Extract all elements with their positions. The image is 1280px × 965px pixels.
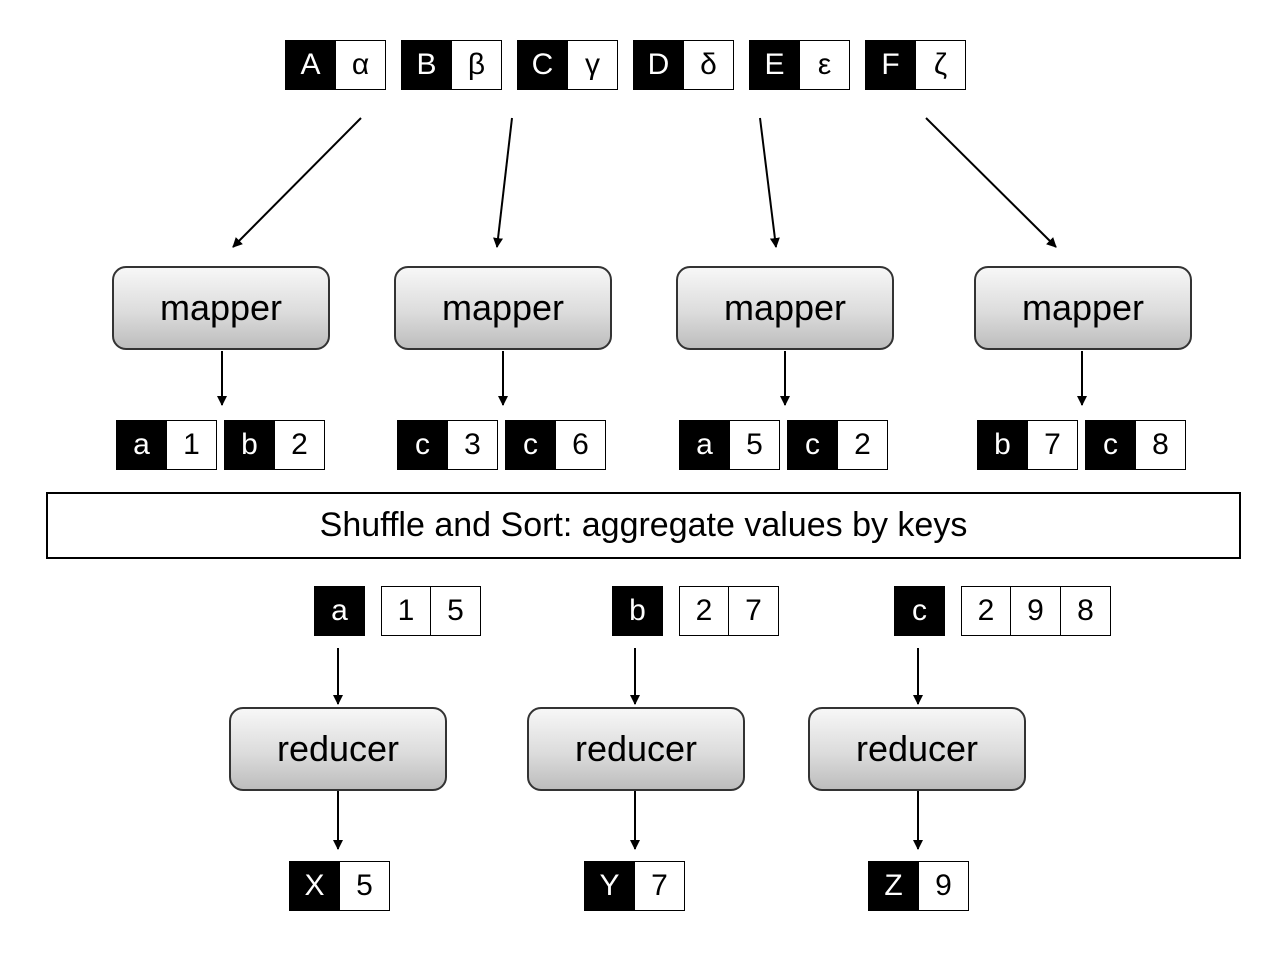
output-pair: Y 7: [584, 861, 685, 911]
input-pair: E ε: [749, 40, 850, 90]
input-pair: B β: [401, 40, 502, 90]
input-value: δ: [684, 40, 734, 90]
arrow-input-to-mapper-1: [232, 117, 362, 248]
arrow-input-to-mapper-3: [759, 117, 780, 248]
group-c: c 2 9 8: [894, 586, 1111, 636]
intermediate-key: c: [1085, 420, 1136, 470]
intermediate-key: a: [116, 420, 167, 470]
group-value: 2: [679, 586, 729, 636]
reducer-box: reducer: [527, 707, 745, 791]
intermediate-key: b: [977, 420, 1028, 470]
intermediate-value: 2: [275, 420, 325, 470]
group-value: 9: [1011, 586, 1061, 636]
mapper-output-group: b 7 c 8: [977, 420, 1186, 470]
input-key: B: [401, 40, 452, 90]
group-a: a 1 5: [314, 586, 481, 636]
output-value: 9: [919, 861, 969, 911]
input-key: E: [749, 40, 800, 90]
intermediate-value: 7: [1028, 420, 1078, 470]
arrow-input-to-mapper-4: [925, 117, 1057, 248]
input-pair: A α: [285, 40, 386, 90]
intermediate-key: b: [224, 420, 275, 470]
group-key: a: [314, 586, 365, 636]
reducer-box: reducer: [808, 707, 1026, 791]
output-pair: X 5: [289, 861, 390, 911]
intermediate-key: a: [679, 420, 730, 470]
mapper-output-group: c 3 c 6: [397, 420, 606, 470]
group-value: 1: [381, 586, 431, 636]
mapper-box: mapper: [974, 266, 1192, 350]
input-value: ζ: [916, 40, 966, 90]
input-value: β: [452, 40, 502, 90]
shuffle-sort-banner: Shuffle and Sort: aggregate values by ke…: [46, 492, 1241, 559]
intermediate-key: c: [787, 420, 838, 470]
output-key: Z: [868, 861, 919, 911]
output-value: 7: [635, 861, 685, 911]
intermediate-value: 5: [730, 420, 780, 470]
intermediate-key: c: [397, 420, 448, 470]
reducer-box: reducer: [229, 707, 447, 791]
intermediate-key: c: [505, 420, 556, 470]
output-key: Y: [584, 861, 635, 911]
intermediate-value: 2: [838, 420, 888, 470]
mapper-box: mapper: [676, 266, 894, 350]
input-pair: C γ: [517, 40, 618, 90]
output-key: X: [289, 861, 340, 911]
output-value: 5: [340, 861, 390, 911]
group-key: b: [612, 586, 663, 636]
input-key: F: [865, 40, 916, 90]
input-key: D: [633, 40, 684, 90]
input-key: A: [285, 40, 336, 90]
mapper-output-group: a 5 c 2: [679, 420, 888, 470]
intermediate-value: 3: [448, 420, 498, 470]
input-key: C: [517, 40, 568, 90]
output-pair: Z 9: [868, 861, 969, 911]
group-value: 5: [431, 586, 481, 636]
input-pair: D δ: [633, 40, 734, 90]
group-value: 8: [1061, 586, 1111, 636]
intermediate-value: 8: [1136, 420, 1186, 470]
mapper-output-group: a 1 b 2: [116, 420, 325, 470]
group-value: 2: [961, 586, 1011, 636]
intermediate-value: 6: [556, 420, 606, 470]
input-value: γ: [568, 40, 618, 90]
input-value: α: [336, 40, 386, 90]
group-b: b 2 7: [612, 586, 779, 636]
input-pair: F ζ: [865, 40, 966, 90]
mapper-box: mapper: [112, 266, 330, 350]
mapper-box: mapper: [394, 266, 612, 350]
arrow-input-to-mapper-2: [493, 117, 513, 248]
intermediate-value: 1: [167, 420, 217, 470]
group-value: 7: [729, 586, 779, 636]
group-key: c: [894, 586, 945, 636]
input-value: ε: [800, 40, 850, 90]
